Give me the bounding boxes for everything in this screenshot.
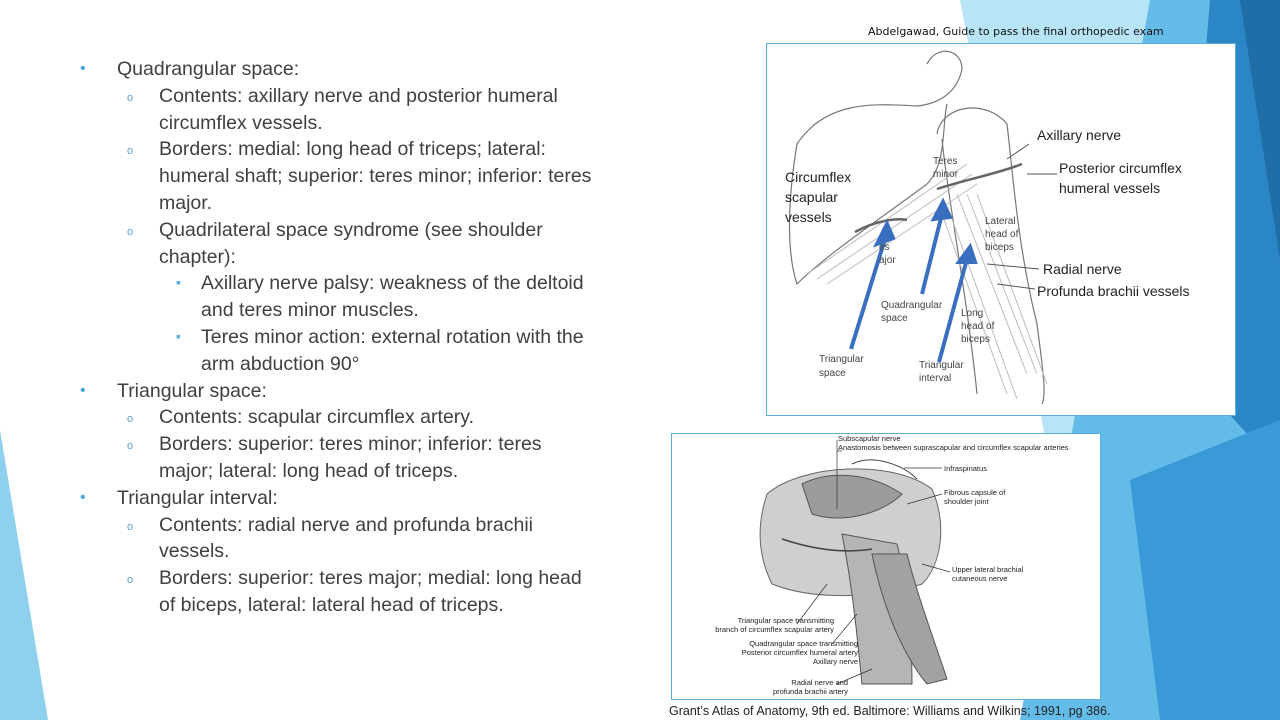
label-lateral-head-1: Lateral [985, 216, 1016, 227]
label-quadrangular-2: Posterior circumflex humeral artery [742, 648, 859, 657]
label-quadrangular-1: Quadrangular [881, 300, 943, 311]
humerus-outline [936, 107, 1045, 405]
bullet-text: Teres minor action: external rotation wi… [201, 325, 584, 375]
label-upper-lateral-2: cutaneous nerve [952, 574, 1007, 583]
bullet-marker-icon: o [127, 225, 134, 238]
figure-caption: Grant’s Atlas of Anatomy, 9th ed. Baltim… [669, 704, 1111, 718]
attribution-text: Abdelgawad, Guide to pass the final orth… [868, 25, 1164, 38]
label-lateral-head-3: biceps [985, 242, 1014, 253]
bullet-marker-icon: • [80, 488, 86, 506]
label-quadrangular-1: Quadrangular space transmitting [749, 639, 858, 648]
bullet-level-3: ▪ Teres minor action: external rotation w… [80, 324, 600, 378]
label-triangular-interval-2: interval [919, 373, 951, 384]
bullet-marker-icon: • [80, 381, 86, 399]
bullet-level-2: o Borders: superior: teres minor; inferio… [80, 431, 600, 485]
label-lateral-head-2: head of [985, 229, 1019, 240]
bullet-marker-icon: o [127, 413, 134, 426]
bullet-level-2: o Contents: scapular circumflex artery. [80, 404, 600, 431]
label-long-head-2: head of [961, 321, 995, 332]
grants-atlas-svg: Subscapular nerve Anastomosis between su… [715, 434, 1069, 696]
label-triangular-2: branch of circumflex scapular artery [715, 625, 834, 634]
arrow-triangular-space [849, 238, 887, 350]
label-infraspinatus: Infraspinatus [944, 464, 987, 473]
bullet-marker-icon: o [127, 145, 134, 158]
bullet-marker-icon: o [127, 91, 134, 104]
bullet-marker-icon: o [127, 520, 134, 533]
shoulder-diagram-svg: Axillary nerve Posterior circumflex hume… [785, 50, 1190, 405]
label-circumflex-2: scapular [785, 189, 838, 205]
label-posterior-circumflex-2: humeral vessels [1059, 180, 1160, 196]
bullet-marker-icon: o [127, 440, 134, 453]
bullet-text: Contents: radial nerve and profunda brac… [159, 513, 533, 563]
bullet-text: Axillary nerve palsy: weakness of the de… [201, 272, 584, 322]
bullet-level-2: o Contents: radial nerve and profunda bra… [80, 512, 600, 566]
label-circumflex-3: vessels [785, 209, 832, 225]
muscle-fibers [806, 163, 1048, 400]
label-long-head-3: biceps [961, 334, 990, 345]
label-triangular-1: Triangular space transmitting [738, 616, 834, 625]
bullet-marker-icon: o [127, 574, 134, 587]
bullet-level-1: • Triangular interval: [80, 485, 600, 512]
bullet-text: Quadrilateral space syndrome (see should… [159, 218, 543, 268]
label-circumflex-1: Circumflex [785, 169, 851, 185]
label-subscapular-nerve: Subscapular nerve [838, 434, 901, 443]
arrow-quadrangular-space [920, 213, 944, 295]
scapula-outline [788, 50, 963, 286]
label-long-head-1: Long [961, 308, 983, 319]
label-profunda: Profunda brachii vessels [1037, 283, 1190, 299]
bottom-pointer-lines [796, 440, 951, 685]
figure-shoulder-spaces-diagram: Axillary nerve Posterior circumflex hume… [766, 43, 1236, 416]
arrow-triangular-interval [937, 258, 969, 363]
bullet-text: Borders: medial: long head of triceps; l… [159, 138, 592, 214]
label-teres-minor-1: Teres [933, 156, 957, 167]
label-radial-2: profunda brachii artery [773, 687, 848, 696]
bullet-text: Contents: scapular circumflex artery. [159, 406, 474, 429]
bullet-list: • Quadrangular space: o Contents: axillary … [80, 56, 600, 619]
anatomy-illustration [759, 459, 948, 685]
label-triangular-space-2: space [819, 368, 846, 379]
bullet-marker-icon: ▪ [176, 327, 181, 344]
arrowhead-quadrangular-space [930, 197, 953, 222]
bullet-marker-icon: ▪ [176, 274, 181, 291]
bullet-text: Borders: superior: teres major; medial: … [159, 567, 582, 616]
label-fibrous-capsule-2: shoulder joint [944, 497, 990, 506]
label-radial-nerve: Radial nerve [1043, 261, 1122, 277]
decor-triangle-right-5 [1130, 420, 1280, 720]
bullet-level-1: • Quadrangular space: [80, 56, 600, 83]
bullet-level-2: o Contents: axillary nerve and posterior … [80, 83, 600, 137]
label-posterior-circumflex-1: Posterior circumflex [1059, 160, 1182, 176]
arrowhead-triangular-interval [955, 242, 978, 264]
bullet-level-2: o Borders: medial: long head of triceps; … [80, 136, 600, 216]
bullet-level-1: • Triangular space: [80, 378, 600, 405]
bullet-level-2: o Quadrilateral space syndrome (see shoul… [80, 217, 600, 271]
label-quadrangular-2: space [881, 313, 908, 324]
decor-triangle-left [0, 430, 48, 720]
pointer-lines [986, 143, 1057, 290]
bullet-text: Borders: superior: teres minor; inferior… [159, 433, 542, 482]
bullet-text: Contents: axillary nerve and posterior h… [159, 84, 558, 134]
label-triangular-space-1: Triangular [819, 354, 864, 365]
label-quadrangular-3: Axillary nerve [813, 657, 858, 666]
posterior-circumflex-vessel [936, 162, 1023, 191]
bullet-marker-icon: • [80, 60, 86, 77]
figure-grants-atlas: Subscapular nerve Anastomosis between su… [671, 433, 1101, 700]
bullet-level-2: o Borders: superior: teres major; medial:… [80, 565, 600, 619]
label-fibrous-capsule-1: Fibrous capsule of [944, 488, 1006, 497]
label-radial-1: Radial nerve and [791, 678, 848, 687]
label-teres-major-1: es [879, 242, 890, 253]
label-teres-major-2: ajor [879, 255, 896, 266]
bullet-text: Triangular interval: [117, 486, 278, 509]
bullet-level-3: ▪ Axillary nerve palsy: weakness of the d… [80, 270, 600, 324]
label-anastomosis: Anastomosis between suprascapular and ci… [838, 443, 1069, 452]
bullet-text: Quadrangular space: [117, 58, 300, 80]
decor-triangle-right-4 [1240, 0, 1280, 260]
label-axillary-nerve: Axillary nerve [1037, 127, 1121, 143]
label-triangular-interval-1: Triangular [919, 360, 964, 371]
label-teres-minor-2: minor [933, 169, 959, 180]
label-upper-lateral-1: Upper lateral brachial [952, 565, 1024, 574]
bullet-text: Triangular space: [117, 379, 267, 402]
circumflex-scapular-vessel [854, 218, 908, 234]
arrows [849, 197, 978, 363]
arrowhead-triangular-space [872, 219, 896, 248]
